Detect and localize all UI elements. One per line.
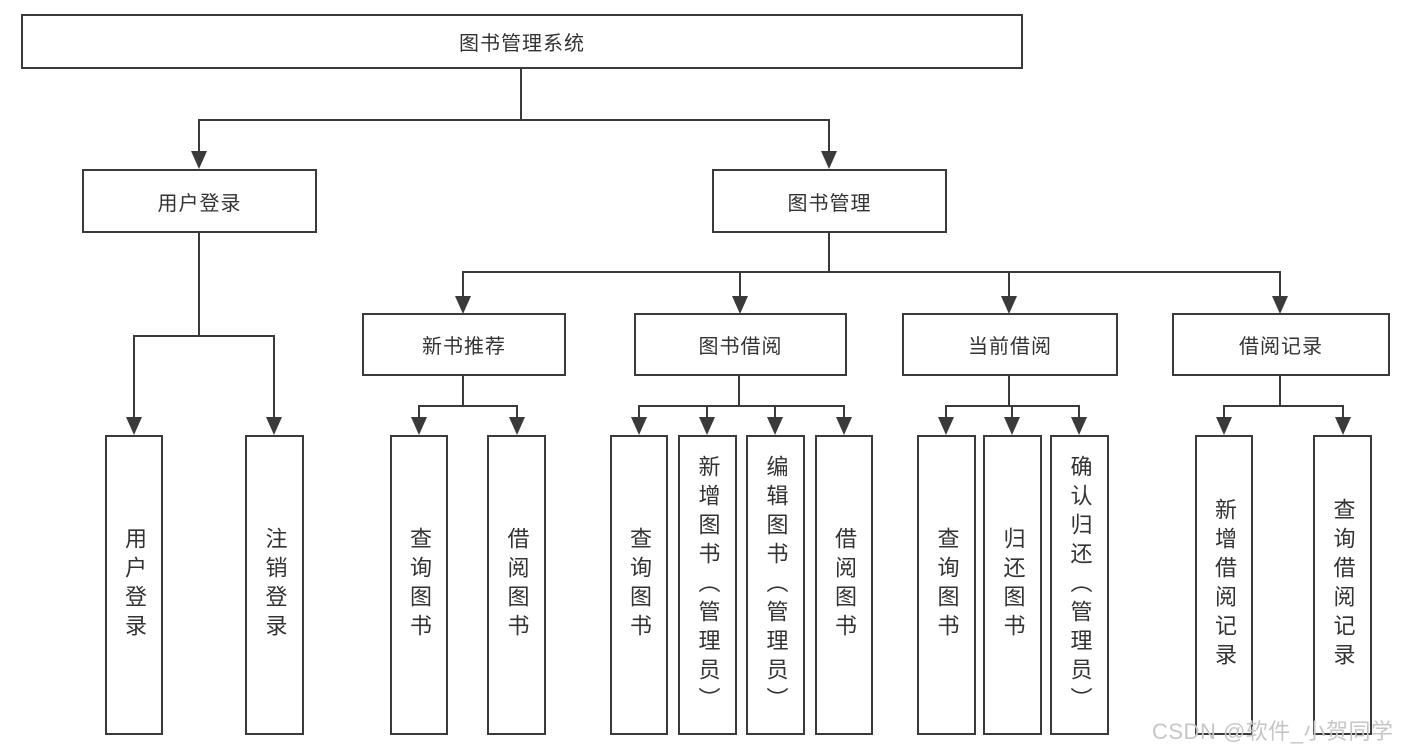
node-current-borrow: 当前借阅 [902,313,1118,376]
arrow-down-icon [938,417,954,435]
connector-line [418,406,420,418]
connector-line [198,233,200,336]
connector-line [738,376,740,406]
connector-line [520,69,522,120]
leaf-confirm-return-admin: 确认归还（管理员） [1050,435,1109,735]
arrow-down-icon [266,417,282,435]
connector-line [945,406,947,418]
node-label: 注销登录 [262,527,288,643]
arrow-down-icon [821,151,837,169]
leaf-query-books: 查询图书 [917,435,976,735]
node-label: 查询图书 [934,527,960,643]
node-label: 确认归还（管理员） [1067,454,1093,716]
arrow-down-icon [732,296,748,314]
connector-line [462,271,1281,273]
node-book-borrow: 图书借阅 [634,313,847,376]
node-label: 新增图书（管理员） [695,454,721,716]
connector-line [1011,406,1013,418]
arrow-down-icon [411,417,427,435]
arrow-down-icon [455,296,471,314]
connector-line [1008,376,1010,406]
node-label: 归还图书 [1000,527,1026,643]
node-label: 当前借阅 [968,336,1052,358]
connector-line [418,405,518,407]
connector-line [516,406,518,418]
leaf-query-books: 查询图书 [390,435,448,735]
arrow-down-icon [1272,296,1288,314]
connector-line [706,406,708,418]
connector-line [198,120,200,152]
connector-line [1279,272,1281,297]
arrow-down-icon [699,417,715,435]
connector-line [133,336,135,418]
node-label: 新书推荐 [422,336,506,358]
arrow-down-icon [1216,417,1232,435]
leaf-return-books: 归还图书 [983,435,1042,735]
leaf-borrow-books: 借阅图书 [815,435,873,735]
arrow-down-icon [836,417,852,435]
arrow-down-icon [1071,417,1087,435]
leaf-add-borrow-record: 新增借阅记录 [1195,435,1253,735]
connector-line [843,406,845,418]
connector-line [1008,272,1010,297]
leaf-user-login: 用户登录 [105,435,163,735]
node-book-management: 图书管理 [712,169,947,233]
connector-line [828,233,830,272]
node-new-book-recommend: 新书推荐 [362,313,566,376]
connector-line [1279,376,1281,406]
node-label: 图书管理 [787,192,872,215]
csdn-watermark: CSDN @软件_小贺同学 [1152,719,1394,744]
connector-line [1223,405,1344,407]
connector-line [1223,406,1225,418]
node-root-system: 图书管理系统 [21,14,1023,69]
connector-line [638,406,640,418]
node-label: 借阅记录 [1239,336,1323,358]
node-label: 查询借阅记录 [1330,498,1356,672]
node-label: 用户登录 [157,192,242,215]
arrow-down-icon [1004,417,1020,435]
connector-line [828,120,830,152]
connector-line [273,336,275,418]
arrow-down-icon [631,417,647,435]
leaf-query-books: 查询图书 [610,435,668,735]
connector-line [462,272,464,297]
leaf-logout: 注销登录 [245,435,304,735]
node-user-login: 用户登录 [82,169,317,233]
arrow-down-icon [191,151,207,169]
arrow-down-icon [767,417,783,435]
connector-line [198,119,830,121]
arrow-down-icon [126,417,142,435]
node-label: 借阅图书 [832,527,857,643]
arrow-down-icon [1335,417,1351,435]
node-label: 图书管理系统 [459,33,585,55]
leaf-borrow-books: 借阅图书 [487,435,546,735]
connector-line [1078,406,1080,418]
leaf-query-borrow-record: 查询借阅记录 [1313,435,1372,735]
connector-line [774,406,776,418]
node-label: 用户登录 [122,527,147,643]
connector-line [462,376,464,406]
node-label: 查询图书 [627,527,652,643]
node-label: 借阅图书 [504,527,530,643]
arrow-down-icon [1001,296,1017,314]
node-label: 新增借阅记录 [1212,498,1237,672]
arrow-down-icon [509,417,525,435]
connector-line [133,335,275,337]
connector-line [739,272,741,297]
leaf-edit-book-admin: 编辑图书（管理员） [746,435,805,735]
node-label: 图书借阅 [698,336,783,358]
node-label: 编辑图书（管理员） [763,454,789,716]
node-borrow-records: 借阅记录 [1172,313,1390,376]
connector-line [638,405,845,407]
connector-line [1342,406,1344,418]
leaf-add-book-admin: 新增图书（管理员） [678,435,737,735]
node-label: 查询图书 [407,527,432,643]
